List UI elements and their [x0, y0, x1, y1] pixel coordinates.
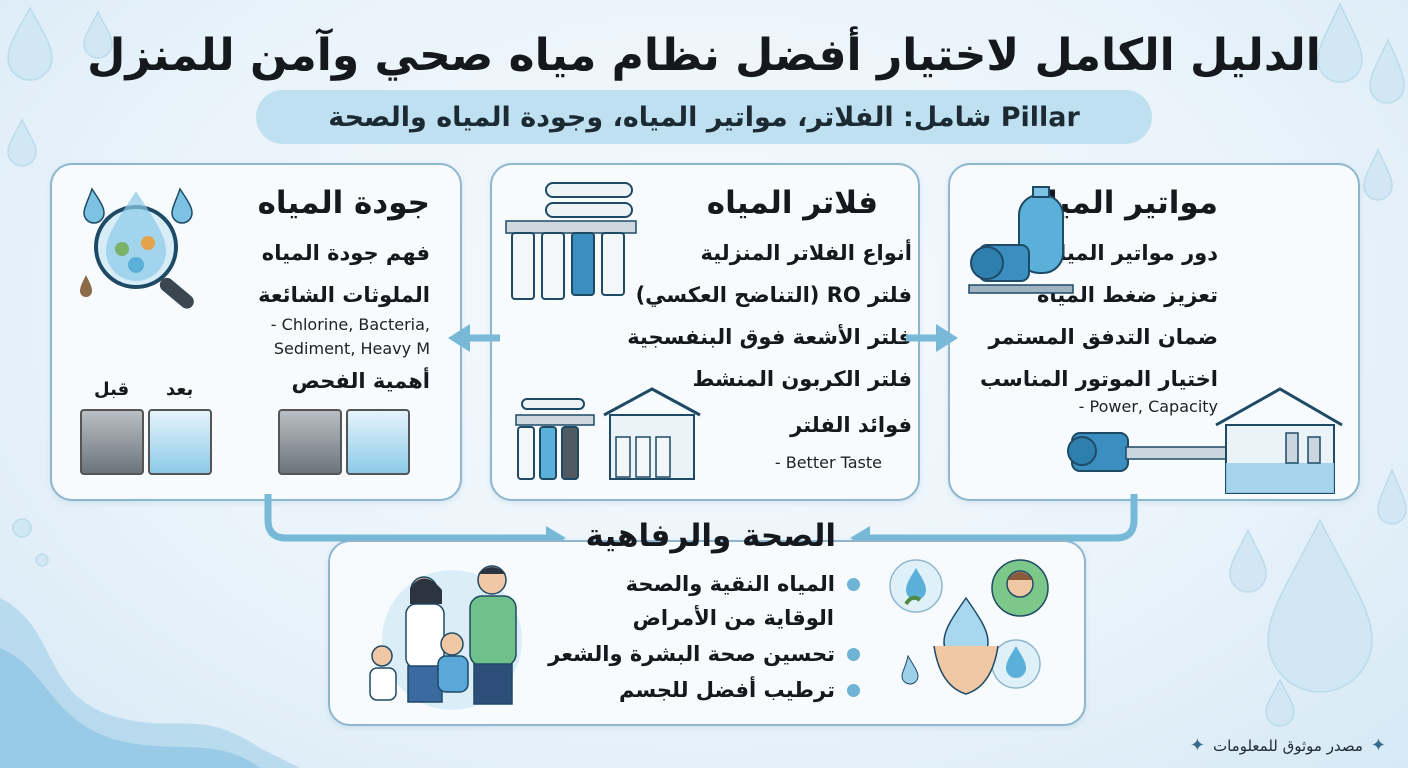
- card-water-quality: جودة المياه فهم جودة المياه الملوثات الش…: [50, 163, 462, 501]
- before-water-image-2: [278, 409, 342, 475]
- filters-item: فوائد الفلتر: [790, 413, 912, 437]
- pumps-item: اختيار الموتور المناسب: [979, 367, 1218, 391]
- card-water-filters: فلاتر المياه أنواع الفلاتر المنزلية فلتر…: [490, 163, 920, 501]
- arrow-to-quality: [448, 324, 500, 352]
- quality-item: الملوثات الشائعة: [258, 283, 430, 307]
- quality-item: فهم جودة المياه: [261, 241, 430, 265]
- quality-note-line1: - Chlorine, Bacteria,: [270, 315, 430, 334]
- bullet-dot: [847, 577, 860, 591]
- filters-item: أنواع الفلاتر المنزلية: [700, 241, 913, 265]
- ornament-icon: ✦: [1370, 735, 1386, 756]
- quality-item: أهمية الفحص: [291, 369, 430, 393]
- pumps-item: ضمان التدفق المستمر: [988, 325, 1218, 349]
- page-title: الدليل الكامل لاختيار أفضل نظام مياه صحي…: [87, 30, 1321, 81]
- bullet-dot: [847, 647, 860, 661]
- water-splash-wave: [0, 598, 300, 768]
- filters-title: فلاتر المياه: [706, 185, 878, 221]
- arrow-to-pumps: [906, 324, 958, 352]
- filters-item: فلتر الكربون المنشط: [692, 367, 912, 391]
- ro-filter-system-icon: [505, 182, 637, 300]
- health-item-row: تحسين صحة البشرة والشعر: [548, 642, 860, 666]
- after-label: بعد: [166, 379, 194, 400]
- filters-item: فلتر الأشعة فوق البنفسجية: [627, 325, 912, 349]
- footer-source: ✦ مصدر موثوق للمعلومات ✦: [1190, 735, 1386, 756]
- footer-text: مصدر موثوق للمعلومات: [1212, 736, 1363, 755]
- health-item: تحسين صحة البشرة والشعر: [548, 642, 835, 666]
- family-drinking-water-icon: [369, 565, 522, 710]
- pressure-tank-pump-icon: [968, 186, 1074, 294]
- health-title: الصحة والرفاهية: [585, 518, 836, 554]
- hands-water-drop-icon: [889, 559, 1049, 695]
- quality-note-line2: Sediment, Heavy M: [273, 339, 430, 358]
- magnifier-water-drop-icon: [80, 187, 194, 309]
- health-item-row: الوقاية من الأمراض: [633, 606, 834, 630]
- health-item-row: ترطيب أفضل للجسم: [619, 678, 860, 702]
- quality-title: جودة المياه: [257, 185, 430, 221]
- health-item-row: المياه النقية والصحة: [626, 572, 860, 596]
- after-water-image: [148, 409, 212, 475]
- under-sink-filter-house-icon: [515, 387, 701, 480]
- bullet-dot: [847, 683, 860, 697]
- before-label: قبل: [94, 379, 130, 400]
- ornament-icon: ✦: [1189, 735, 1205, 756]
- filters-note: - Better Taste: [774, 453, 882, 472]
- before-water-image: [80, 409, 144, 475]
- pumps-item: دور مواتير المياه: [1046, 241, 1218, 265]
- subtitle-pill: Pillar شامل: الفلاتر، مواتير المياه، وجو…: [256, 90, 1152, 144]
- filters-item: فلتر RO (التناضح العكسي): [635, 283, 912, 307]
- card-water-pumps: مواتير المياه دور مواتير المياه تعزيز ضغ…: [948, 163, 1360, 501]
- house-pump-system-icon: [1067, 387, 1343, 494]
- pumps-note: - Power, Capacity: [1078, 397, 1218, 416]
- health-item: ترطيب أفضل للجسم: [619, 678, 835, 702]
- after-water-image-2: [346, 409, 410, 475]
- health-item: المياه النقية والصحة: [625, 572, 835, 596]
- health-item: الوقاية من الأمراض: [632, 606, 834, 630]
